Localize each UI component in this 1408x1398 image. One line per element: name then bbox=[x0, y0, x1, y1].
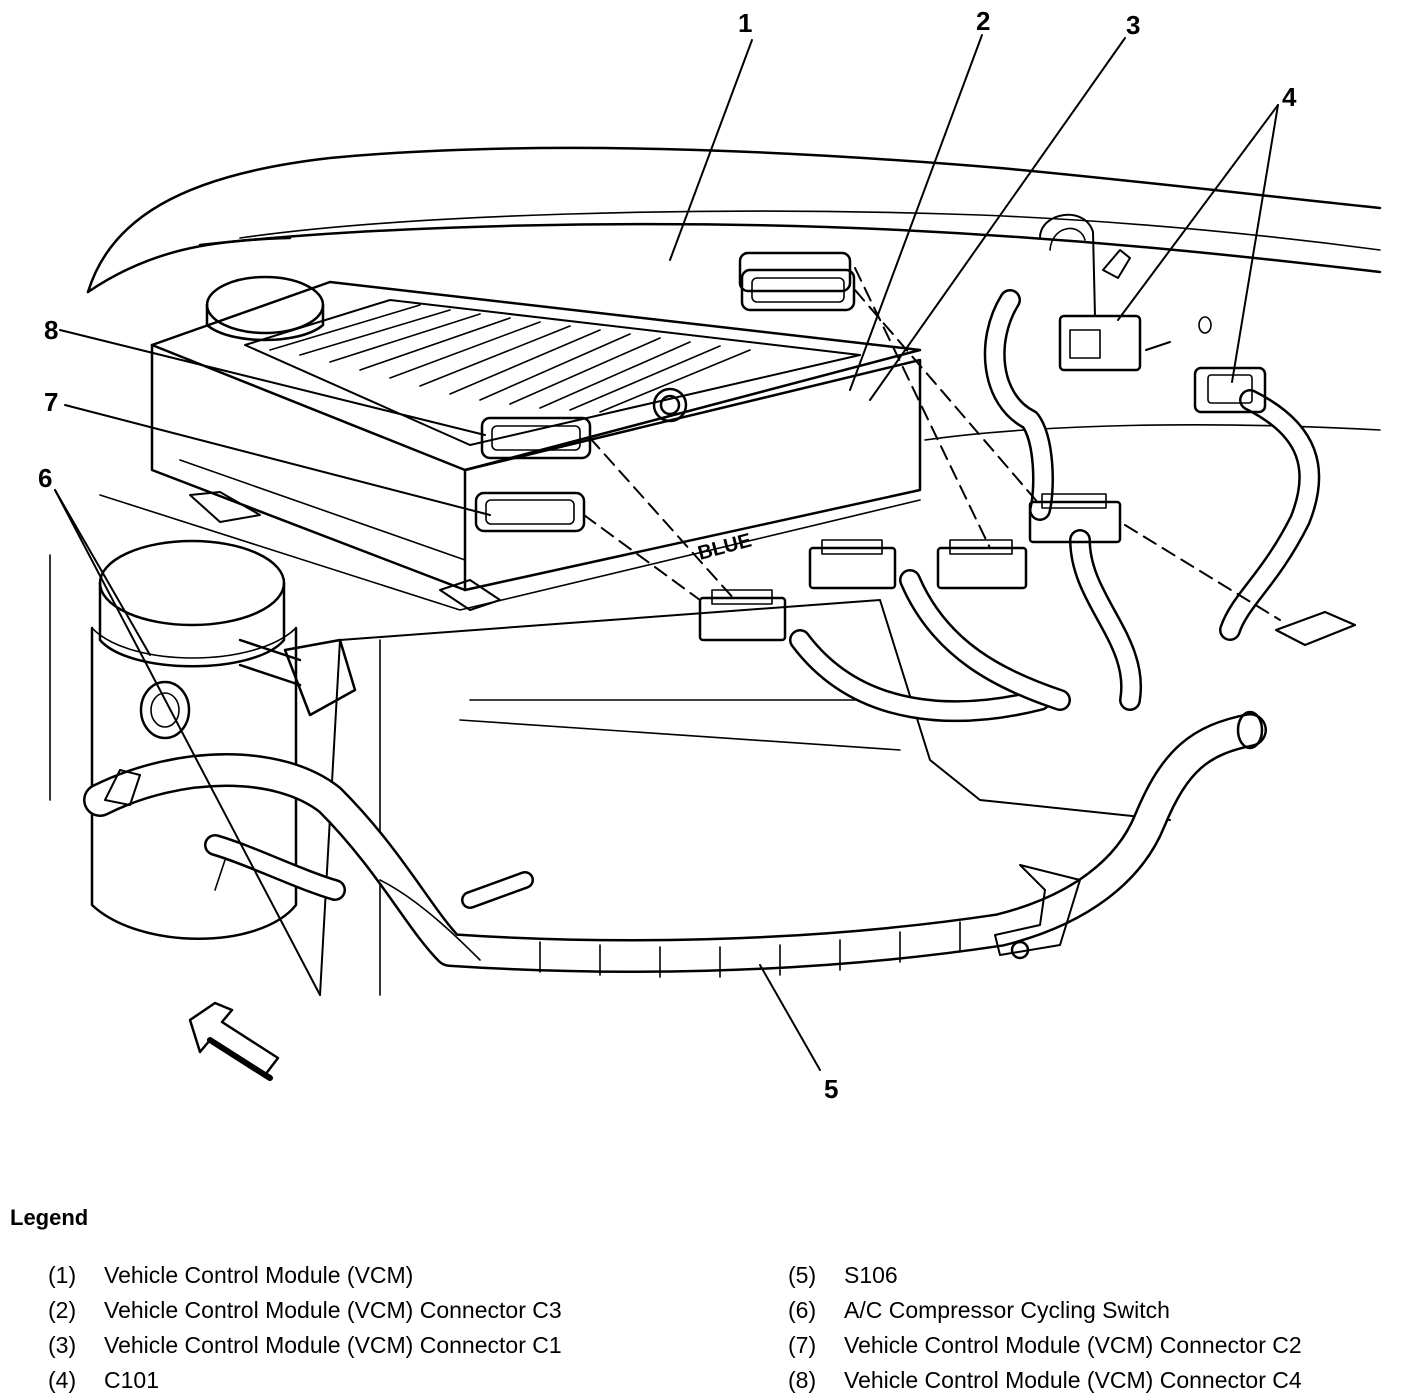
legend-item-number: (3) bbox=[48, 1332, 77, 1358]
legend-column-right: (5) S106 (6) A/C Compressor Cycling Switch… bbox=[788, 1258, 1302, 1398]
legend-item-text: Vehicle Control Module (VCM) Connector C… bbox=[844, 1367, 1302, 1393]
wiring-harness bbox=[83, 289, 1321, 978]
accumulator-canister bbox=[90, 539, 357, 940]
legend-item-text: Vehicle Control Module (VCM) Connector C… bbox=[104, 1297, 562, 1323]
fender-outline bbox=[49, 146, 1382, 801]
legend-item: (5) S106 bbox=[788, 1258, 1302, 1293]
reservoir-cap bbox=[205, 275, 325, 342]
callout-8: 8 bbox=[44, 315, 58, 345]
legend-item: (6) A/C Compressor Cycling Switch bbox=[788, 1293, 1302, 1328]
engagement-lines bbox=[583, 267, 1281, 621]
legend-item-number: (6) bbox=[788, 1297, 817, 1323]
callout-labels: 1 2 3 4 5 6 7 8 bbox=[38, 6, 1297, 1104]
legend-item-text: Vehicle Control Module (VCM) Connector C… bbox=[844, 1332, 1302, 1358]
callout-4: 4 bbox=[1282, 82, 1297, 112]
leader-lines bbox=[54, 34, 1279, 1071]
legend-item: (3) Vehicle Control Module (VCM) Connecto… bbox=[48, 1328, 562, 1363]
front-direction-arrow bbox=[188, 1001, 280, 1081]
legend-item-number: (7) bbox=[788, 1332, 817, 1358]
callout-7: 7 bbox=[44, 387, 58, 417]
legend-item-number: (1) bbox=[48, 1262, 77, 1288]
callout-3: 3 bbox=[1126, 10, 1140, 40]
legend-item-text: C101 bbox=[104, 1367, 159, 1393]
callout-5: 5 bbox=[824, 1074, 838, 1104]
legend-item-number: (8) bbox=[788, 1367, 817, 1393]
callout-6: 6 bbox=[38, 463, 52, 493]
legend-item-number: (4) bbox=[48, 1367, 77, 1393]
legend-item-number: (5) bbox=[788, 1262, 817, 1288]
legend-column-left: (1) Vehicle Control Module (VCM) (2) Vehic… bbox=[48, 1258, 562, 1398]
legend-item-text: Vehicle Control Module (VCM) Connector C… bbox=[104, 1332, 562, 1358]
vcm-module bbox=[99, 251, 922, 611]
bracket-blue-marking: BLUE bbox=[696, 529, 754, 564]
legend-item-text: A/C Compressor Cycling Switch bbox=[844, 1297, 1170, 1323]
legend-item-text: Vehicle Control Module (VCM) bbox=[104, 1262, 414, 1288]
callout-2: 2 bbox=[976, 6, 990, 36]
legend-item-number: (2) bbox=[48, 1297, 77, 1323]
legend-item-text: S106 bbox=[844, 1262, 898, 1288]
legend-item: (1) Vehicle Control Module (VCM) bbox=[48, 1258, 562, 1293]
vcm-location-diagram: BLUE bbox=[38, 6, 1382, 1104]
legend-item: (7) Vehicle Control Module (VCM) Connecto… bbox=[788, 1328, 1302, 1363]
harness-connectors bbox=[698, 213, 1357, 647]
legend-title: Legend bbox=[10, 1205, 89, 1230]
callout-1: 1 bbox=[738, 8, 752, 38]
legend-item: (4) C101 bbox=[48, 1363, 562, 1398]
legend-item: (8) Vehicle Control Module (VCM) Connecto… bbox=[788, 1363, 1302, 1398]
legend-item: (2) Vehicle Control Module (VCM) Connecto… bbox=[48, 1293, 562, 1328]
